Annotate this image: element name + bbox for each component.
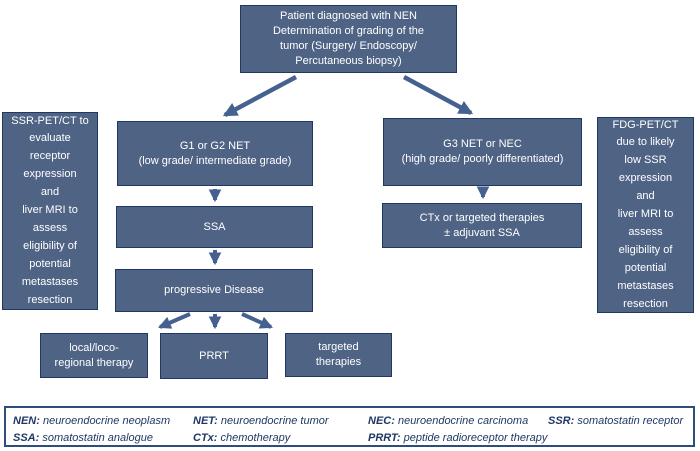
legend-box: NEN: neuroendocrine neoplasm NET: neuroe… xyxy=(4,406,695,447)
legend-abbr: NEN: xyxy=(13,414,40,427)
node-progressive-disease: progressive Disease xyxy=(115,269,313,312)
legend-item-net: NET: neuroendocrine tumor xyxy=(193,415,368,427)
node-ssa: SSA xyxy=(116,206,313,248)
node-patient-diagnosis: Patient diagnosed with NEN Determination… xyxy=(240,5,457,73)
legend-definition: somatostatin receptor xyxy=(577,414,684,427)
legend-abbr: CTx: xyxy=(193,431,218,444)
legend-definition: chemotherapy xyxy=(220,431,291,444)
note-fdg-pet-ct: FDG-PET/CT due to likely low SSR express… xyxy=(597,117,694,313)
node-targeted-therapies: targeted therapies xyxy=(285,333,392,377)
legend-item-nen: NEN: neuroendocrine neoplasm xyxy=(13,415,193,427)
node-ctx-targeted-therapies: CTx or targeted therapies ± adjuvant SSA xyxy=(382,203,582,248)
legend-item-prrt: PRRT: peptide radioreceptor therapy xyxy=(368,432,548,444)
legend-item-ssa: SSA: somatostatin analogue xyxy=(13,432,193,444)
node-local-regional-therapy: local/loco- regional therapy xyxy=(40,333,148,378)
legend-item-ctx: CTx: chemotherapy xyxy=(193,432,368,444)
legend-abbr: NEC: xyxy=(368,414,395,427)
note-ssr-pet-ct: SSR-PET/CT to evaluate receptor expressi… xyxy=(2,112,98,310)
arrow-progressive-to-local xyxy=(158,312,191,329)
legend-definition: neuroendocrine tumor xyxy=(220,414,329,427)
legend-definition: neuroendocrine neoplasm xyxy=(42,414,171,427)
legend-item-ssr: SSR: somatostatin receptor xyxy=(548,415,693,427)
arrow-progressive-to-targeted xyxy=(241,312,273,329)
arrow-patient-to-g1g2 xyxy=(222,75,298,117)
legend-abbr: SSR: xyxy=(548,414,575,427)
node-g1-g2-net: G1 or G2 NET (low grade/ intermediate gr… xyxy=(117,121,313,186)
legend-grid: NEN: neuroendocrine neoplasm NET: neuroe… xyxy=(13,412,693,446)
legend-abbr: SSA: xyxy=(13,431,40,444)
legend-item-nec: NEC: neuroendocrine carcinoma xyxy=(368,415,548,427)
legend-definition: neuroendocrine carcinoma xyxy=(397,414,529,427)
legend-definition: peptide radioreceptor therapy xyxy=(403,431,548,444)
legend-abbr: NET: xyxy=(193,414,218,427)
node-prrt: PRRT xyxy=(160,333,268,379)
arrow-patient-to-g3 xyxy=(402,75,474,115)
legend-definition: somatostatin analogue xyxy=(42,431,154,444)
node-g3-net-nec: G3 NET or NEC (high grade/ poorly differ… xyxy=(383,118,582,186)
legend-abbr: PRRT: xyxy=(368,431,401,444)
